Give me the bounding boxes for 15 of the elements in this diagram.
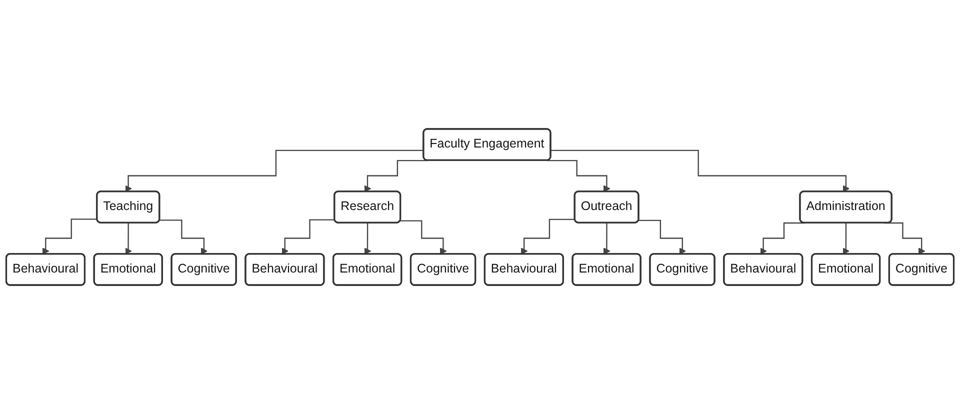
arrow xyxy=(364,222,372,255)
arrow xyxy=(400,220,447,255)
arrow xyxy=(760,222,805,255)
arrow xyxy=(160,220,208,255)
arrow xyxy=(842,222,850,255)
arrow xyxy=(603,222,610,255)
arrow xyxy=(125,150,424,192)
arrow xyxy=(547,160,610,192)
arrow xyxy=(520,218,576,255)
arrow xyxy=(550,150,850,192)
arrow xyxy=(364,160,428,192)
arrow xyxy=(638,220,686,255)
arrow xyxy=(42,218,98,255)
arrow xyxy=(125,222,132,255)
arrow xyxy=(282,219,335,255)
